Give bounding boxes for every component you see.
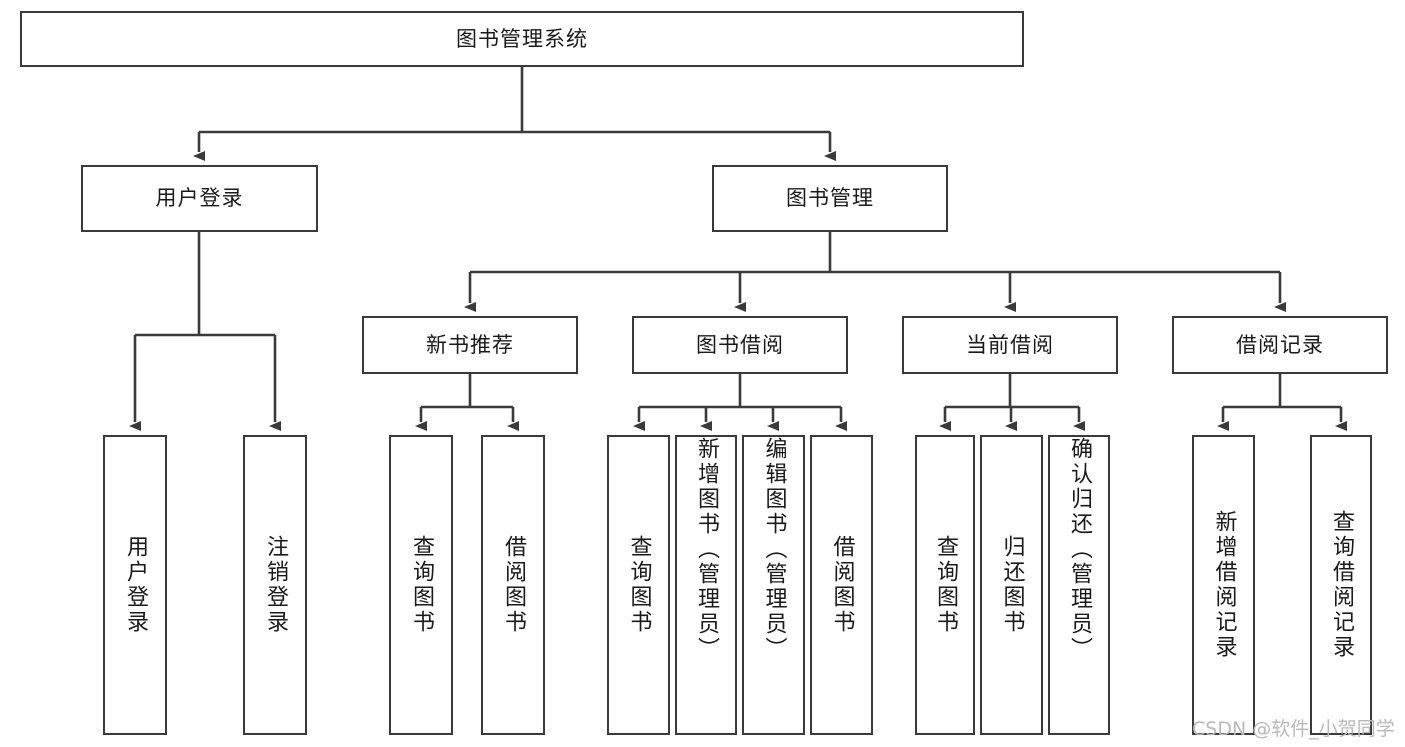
node-label: 归还图书	[999, 535, 1025, 635]
node-label: 新书推荐	[426, 332, 514, 357]
node-leaf-add-borrow-record[interactable]: 新增借阅记录	[1192, 435, 1255, 735]
node-leaf-user-login[interactable]: 用户登录	[103, 435, 167, 735]
node-label: 确认归还（管理员）	[1067, 437, 1092, 662]
node-label: 查询图书	[933, 535, 958, 635]
node-leaf-add-book-admin[interactable]: 新增图书（管理员）	[675, 435, 737, 735]
node-leaf-edit-book-admin[interactable]: 编辑图书（管理员）	[742, 435, 805, 735]
node-leaf-user-logout[interactable]: 注销登录	[243, 435, 307, 735]
node-new-book-recommend[interactable]: 新书推荐	[362, 316, 578, 374]
node-label: 查询图书	[626, 535, 652, 635]
node-book-borrow[interactable]: 图书借阅	[632, 316, 848, 374]
node-leaf-confirm-return-admin[interactable]: 确认归还（管理员）	[1048, 435, 1110, 735]
node-label: 借阅记录	[1236, 332, 1324, 357]
node-leaf-query-book-1[interactable]: 查询图书	[389, 435, 453, 735]
node-root[interactable]: 图书管理系统	[20, 11, 1024, 67]
node-label: 查询图书	[409, 535, 434, 635]
node-book-manage[interactable]: 图书管理	[712, 165, 948, 232]
node-label: 借阅图书	[501, 535, 526, 635]
node-leaf-return-book[interactable]: 归还图书	[980, 435, 1043, 735]
node-leaf-borrow-book-1[interactable]: 借阅图书	[481, 435, 545, 735]
node-borrow-record[interactable]: 借阅记录	[1172, 316, 1388, 374]
node-current-borrow[interactable]: 当前借阅	[902, 316, 1118, 374]
node-label: 图书管理系统	[456, 26, 588, 51]
node-label: 借阅图书	[829, 535, 855, 635]
node-label: 注销登录	[263, 535, 288, 635]
node-label: 用户登录	[155, 186, 244, 211]
node-label: 新增借阅记录	[1211, 510, 1237, 660]
node-leaf-query-book-2[interactable]: 查询图书	[607, 435, 670, 735]
node-leaf-query-borrow-record[interactable]: 查询借阅记录	[1310, 435, 1372, 735]
node-label: 新增图书（管理员）	[694, 437, 719, 662]
watermark: CSDN @软件_小贺同学	[1192, 718, 1395, 740]
node-label: 用户登录	[123, 535, 148, 635]
node-label: 图书管理	[786, 186, 874, 211]
node-leaf-borrow-book-2[interactable]: 借阅图书	[810, 435, 873, 735]
node-label: 图书借阅	[696, 332, 784, 357]
node-label: 编辑图书（管理员）	[761, 437, 787, 662]
node-leaf-query-book-3[interactable]: 查询图书	[915, 435, 975, 735]
node-label: 查询借阅记录	[1329, 510, 1354, 660]
node-user-login[interactable]: 用户登录	[81, 165, 318, 232]
node-label: 当前借阅	[966, 332, 1054, 357]
